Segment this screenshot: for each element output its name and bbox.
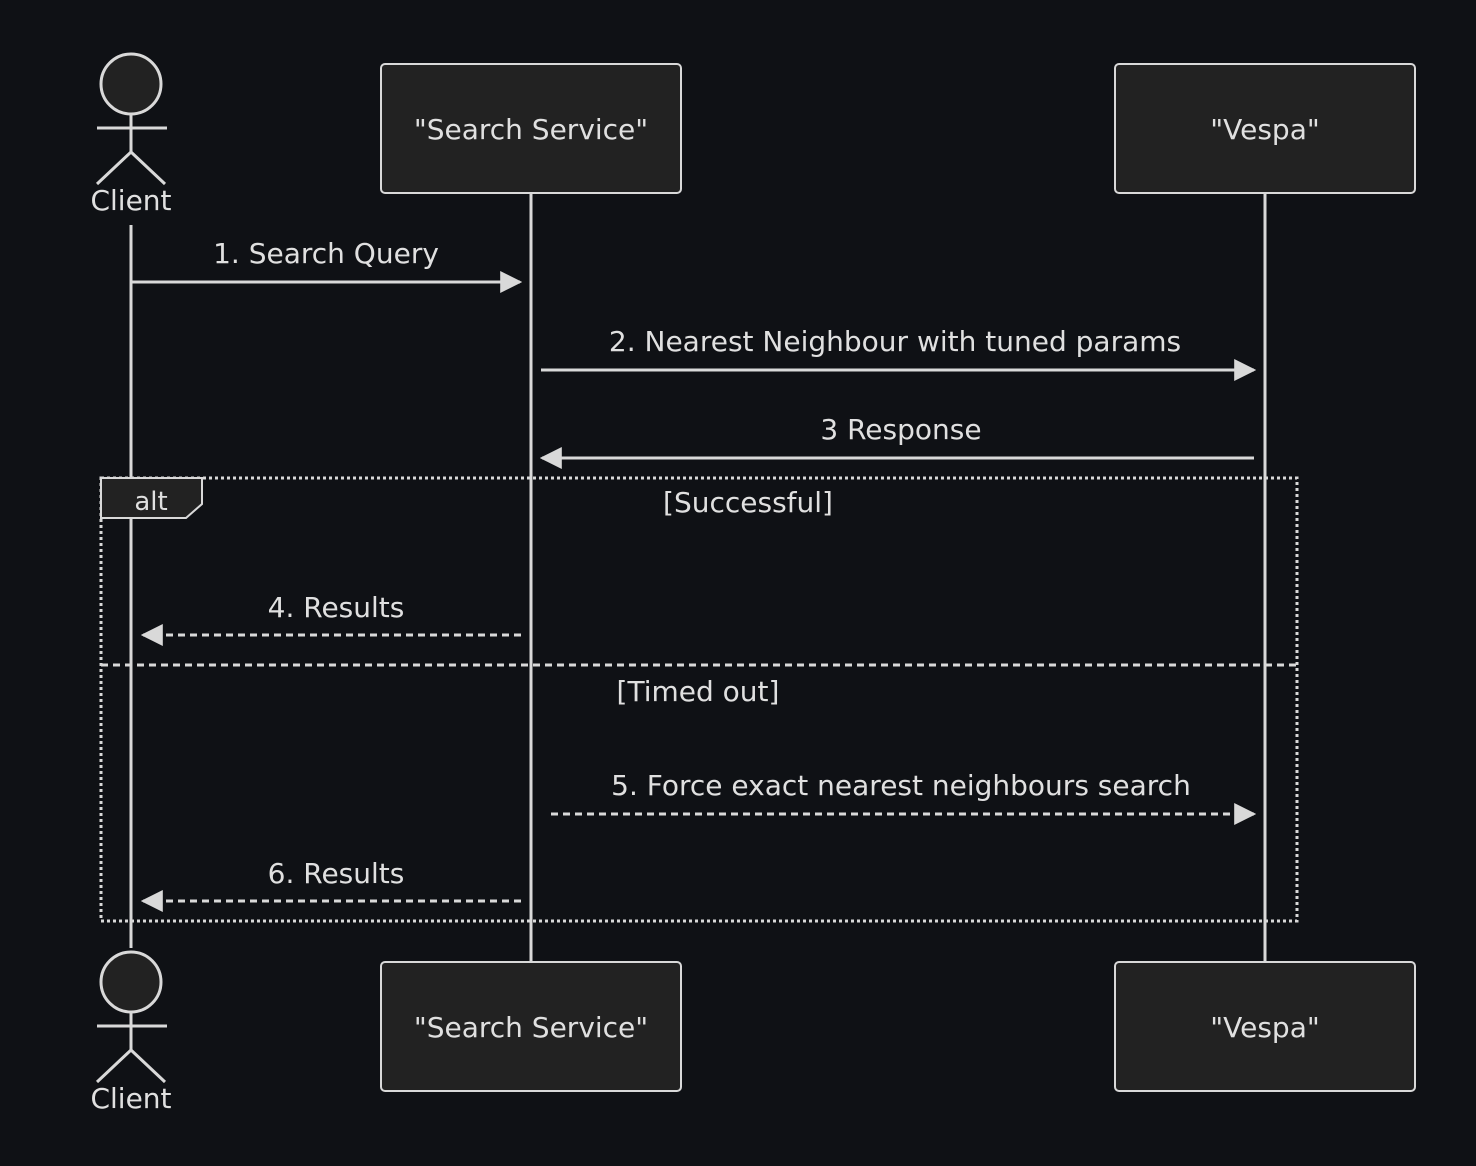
message-2-label: 2. Nearest Neighbour with tuned params (609, 325, 1181, 358)
actor-client-bottom: Client (90, 950, 172, 1115)
message-3-label: 3 Response (820, 413, 981, 446)
actor-client-top-label: Client (90, 184, 171, 217)
message-1-label: 1. Search Query (213, 237, 439, 270)
alt-frame (99, 476, 1299, 923)
message-4-label: 4. Results (268, 591, 405, 624)
participant-vespa-bottom-label: "Vespa" (1210, 1011, 1319, 1044)
participant-search-service-bottom-label: "Search Service" (414, 1011, 648, 1044)
participant-search-service-bottom: "Search Service" (380, 961, 682, 1092)
participant-vespa-top-label: "Vespa" (1210, 113, 1319, 146)
message-6-label: 6. Results (268, 857, 405, 890)
alt-keyword-tab (100, 477, 203, 519)
alt-block: alt [Successful] [Timed out] (99, 476, 1299, 923)
actor-client-top: Client (90, 52, 172, 217)
actor-client-bottom-label: Client (90, 1082, 171, 1115)
participant-vespa-top: "Vespa" (1114, 63, 1416, 194)
participant-vespa-bottom: "Vespa" (1114, 961, 1416, 1092)
participant-search-service-top: "Search Service" (380, 63, 682, 194)
participant-search-service-top-label: "Search Service" (414, 113, 648, 146)
alt-keyword: alt (134, 487, 167, 517)
alt-condition-successful: [Successful] (663, 486, 833, 519)
message-5-label: 5. Force exact nearest neighbours search (611, 769, 1191, 802)
alt-condition-timed-out: [Timed out] (617, 675, 780, 708)
